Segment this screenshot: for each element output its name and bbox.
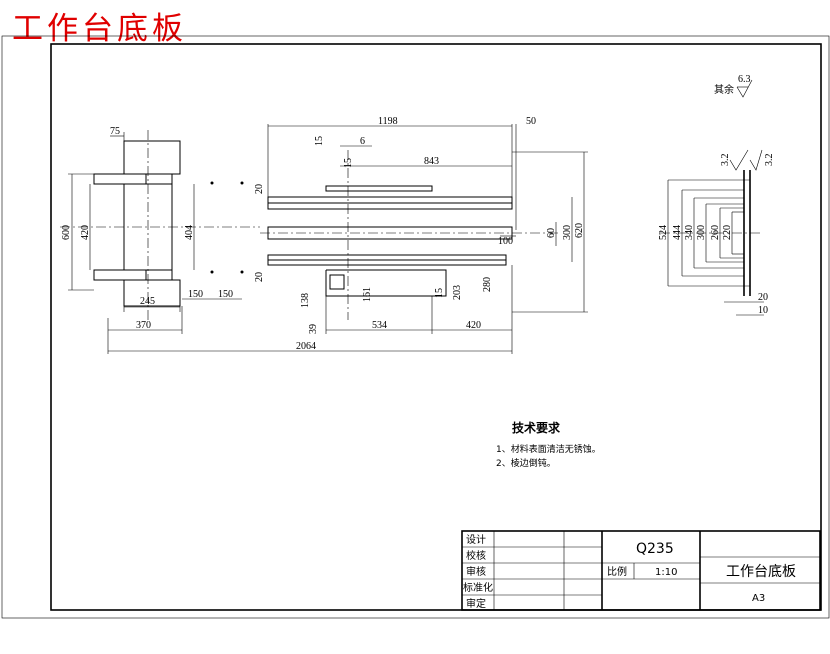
dim-150b: 150 <box>218 289 233 300</box>
top-flange <box>93 173 173 185</box>
dim-280: 280 <box>482 277 493 292</box>
hole <box>210 270 214 274</box>
dim-161: 161 <box>362 287 373 302</box>
dim-100: 100 <box>498 236 513 247</box>
roughness-value: 6.3 <box>738 74 751 85</box>
tb-scale-label: 比例 <box>607 565 627 578</box>
left-view: 75 600 420 404 245 150 150 370 <box>60 126 260 354</box>
roughness-side-1: 3.2 <box>720 154 731 167</box>
dim-20b: 20 <box>254 272 265 282</box>
dim-138: 138 <box>300 293 311 308</box>
dim-245: 245 <box>140 296 155 307</box>
side-view: 524 444 340 300 260 220 20 10 3.2 3.2 <box>658 149 775 316</box>
dim-620: 620 <box>574 223 585 238</box>
roughness-prefix: 其余 <box>714 83 734 96</box>
requirements-title: 技术要求 <box>512 420 561 435</box>
dim-10-side: 10 <box>758 305 768 316</box>
technical-requirements: 技术要求 1、材料表面清洁无锈蚀。 2、棱边倒钝。 <box>496 420 601 469</box>
dim-420: 420 <box>80 225 91 240</box>
hole <box>240 181 244 185</box>
tb-scale-value: 1:10 <box>655 567 677 578</box>
i-beam-outline <box>93 140 181 307</box>
requirement-1: 1、材料表面清洁无锈蚀。 <box>496 443 601 455</box>
dim-15b: 15 <box>343 158 354 168</box>
tb-row-approve: 审定 <box>466 597 486 610</box>
tb-part-name: 工作台底板 <box>726 564 796 580</box>
requirement-2: 2、棱边倒钝。 <box>496 457 556 469</box>
general-roughness: 其余 6.3 <box>714 74 753 98</box>
hole <box>210 181 214 185</box>
tb-row-design: 设计 <box>466 533 486 546</box>
dim-843: 843 <box>424 156 439 167</box>
tb-row-check: 校核 <box>466 549 486 562</box>
tb-material: Q235 <box>636 541 674 557</box>
dim-15-top: 15 <box>314 136 325 146</box>
dim-260: 260 <box>710 225 721 240</box>
lower-bracket <box>325 269 447 297</box>
title-block: 设计 校核 审核 标准化 审定 Q235 比例 1:10 工作台底板 A3 <box>461 530 821 611</box>
dim-370: 370 <box>136 320 151 331</box>
dim-220: 220 <box>722 225 733 240</box>
dim-50: 50 <box>526 116 536 127</box>
roughness-general-symbol <box>736 79 753 98</box>
dim-340: 340 <box>684 225 695 240</box>
dim-1198: 1198 <box>378 116 398 127</box>
dim-300-side: 300 <box>696 225 707 240</box>
dim-6: 6 <box>360 136 365 147</box>
dim-444: 444 <box>672 225 683 240</box>
sheet-inner-border <box>50 43 822 611</box>
dim-15-bottom: 15 <box>434 288 445 298</box>
roughness-side-2: 3.2 <box>764 154 775 167</box>
dim-404: 404 <box>184 225 195 240</box>
dim-420-bottom: 420 <box>466 320 481 331</box>
roughness-symbol <box>729 149 749 171</box>
dim-203: 203 <box>452 285 463 300</box>
dim-2064: 2064 <box>296 341 316 352</box>
dim-534: 534 <box>372 320 387 331</box>
dim-75: 75 <box>110 126 120 137</box>
front-view: 1198 50 15 6 843 15 20 20 100 60 300 620… <box>108 116 588 354</box>
dim-150a: 150 <box>188 289 203 300</box>
dim-20a: 20 <box>254 184 265 194</box>
tb-row-review: 审核 <box>466 565 486 578</box>
sheet-outer-border <box>1 35 830 619</box>
dim-300: 300 <box>562 225 573 240</box>
tb-sheet-size: A3 <box>752 593 765 604</box>
dim-60: 60 <box>546 228 557 238</box>
page-title: 工作台底板 <box>12 11 187 47</box>
bracket-block <box>329 274 345 290</box>
dim-524: 524 <box>658 225 669 240</box>
roughness-symbol <box>749 149 763 171</box>
top-bar <box>325 185 433 192</box>
tb-row-standard: 标准化 <box>463 581 493 594</box>
dim-20-side: 20 <box>758 292 768 303</box>
dim-600: 600 <box>61 225 72 240</box>
hole <box>240 270 244 274</box>
dim-39: 39 <box>308 324 319 334</box>
bottom-flange <box>93 269 173 281</box>
